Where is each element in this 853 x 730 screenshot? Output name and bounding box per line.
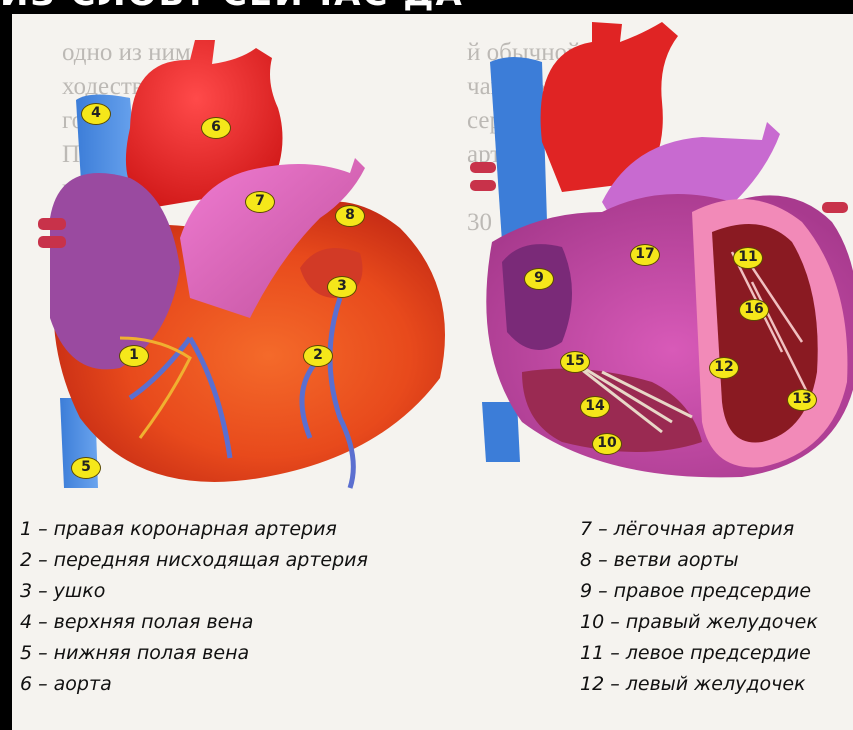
marker-15: 15 [560, 351, 590, 373]
legend-item: 10 – правый желудочек [580, 607, 818, 638]
legend-item: 9 – правое предсердие [580, 576, 818, 607]
marker-17: 17 [630, 244, 660, 266]
marker-6: 6 [201, 117, 231, 139]
legend-right: 7 – лёгочная артерия 8 – ветви аорты 9 –… [580, 514, 818, 700]
marker-10: 10 [592, 433, 622, 455]
page-title: ИЗ СЛОВ? СЕЙЧАС ДА [0, 0, 853, 14]
legend-left: 1 – правая коронарная артерия 2 – передн… [20, 514, 368, 700]
marker-9: 9 [524, 268, 554, 290]
marker-1: 1 [119, 345, 149, 367]
legend-item: 5 – нижняя полая вена [20, 638, 368, 669]
marker-3: 3 [327, 276, 357, 298]
marker-16: 16 [739, 299, 769, 321]
legend-item: 4 – верхняя полая вена [20, 607, 368, 638]
legend-item: 8 – ветви аорты [580, 545, 818, 576]
legend-item: 11 – левое предсердие [580, 638, 818, 669]
legend-item: 12 – левый желудочек [580, 669, 818, 700]
legend-item: 7 – лёгочная артерия [580, 514, 818, 545]
marker-8: 8 [335, 205, 365, 227]
legend-item: 3 – ушко [20, 576, 368, 607]
marker-14: 14 [580, 396, 610, 418]
marker-12: 12 [709, 357, 739, 379]
marker-13: 13 [787, 389, 817, 411]
marker-4: 4 [81, 103, 111, 125]
marker-7: 7 [245, 191, 275, 213]
top-title-strip: ИЗ СЛОВ? СЕЙЧАС ДА [0, 0, 853, 14]
legend-item: 2 – передняя нисходящая артерия [20, 545, 368, 576]
marker-2: 2 [303, 345, 333, 367]
legend-item: 1 – правая коронарная артерия [20, 514, 368, 545]
marker-11: 11 [733, 247, 763, 269]
legend-item: 6 – аорта [20, 669, 368, 700]
marker-5: 5 [71, 457, 101, 479]
